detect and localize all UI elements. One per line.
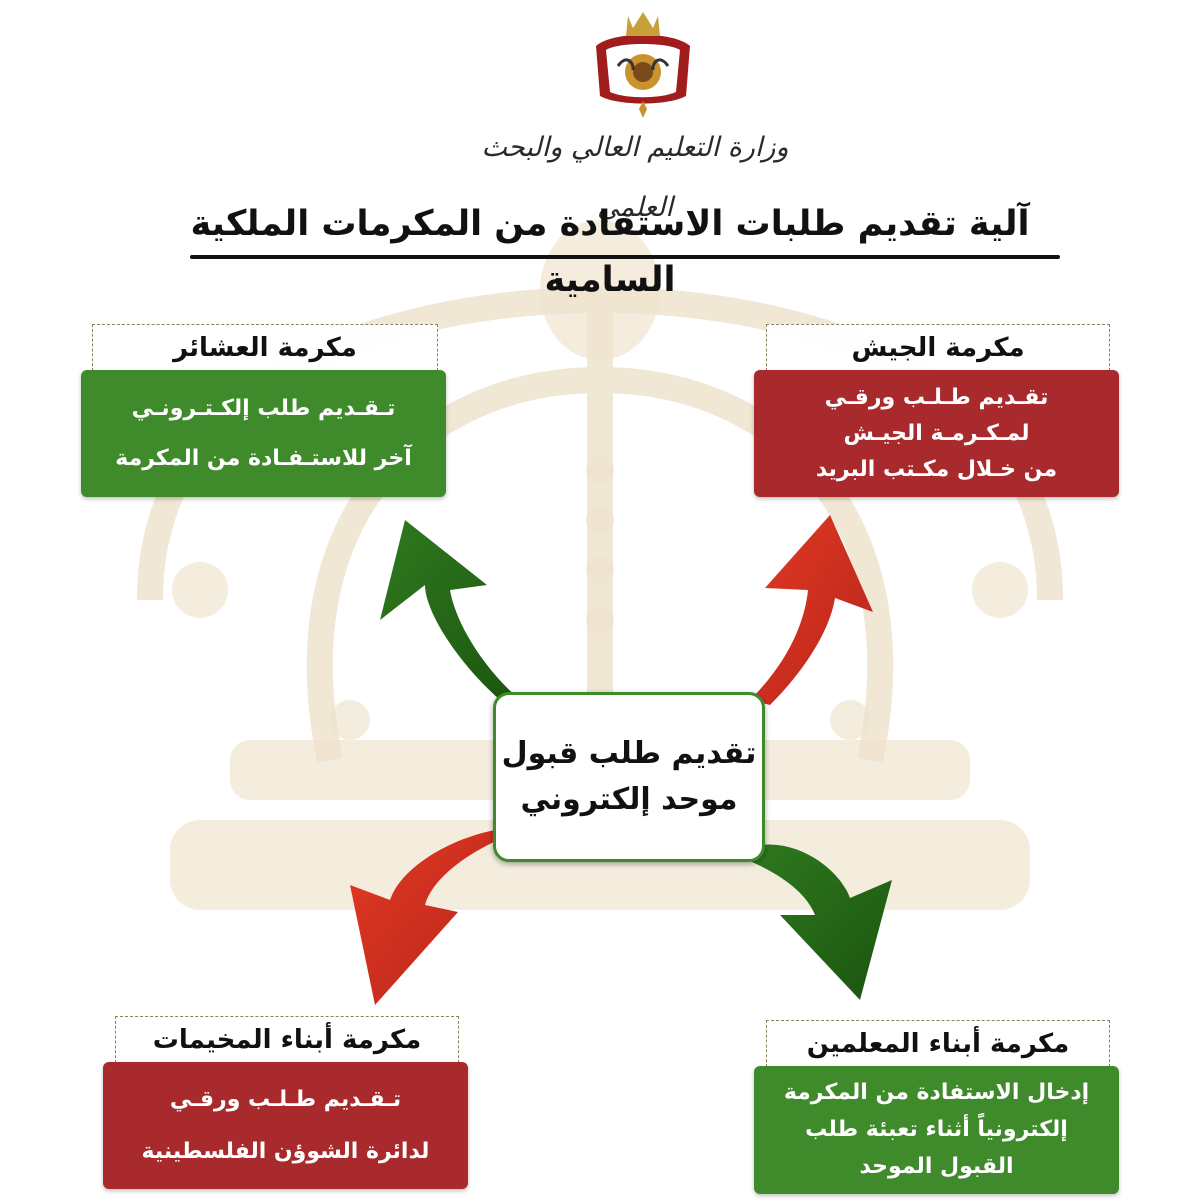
teachers-line-1: إدخال الاستفادة من المكرمة [783,1080,1090,1105]
army-line-2: لمـكـرمـة الجيـش [843,421,1030,446]
camps-line-1: تـقـديم طـلـب ورقـي [169,1087,402,1112]
teachers-line-2: إلكترونياً أثناء تعبئة طلب [805,1117,1068,1142]
tribes-line-1: تـقـديم طلب إلكـتـرونـي [131,396,396,421]
army-line-1: تقـديم طـلـب ورقـي [824,385,1049,410]
camps-heading: مكرمة أبناء المخيمات [115,1016,459,1063]
camps-card: تـقـديم طـلـب ورقـي لدائرة الشوؤن الفلسط… [103,1062,468,1189]
army-heading: مكرمة الجيش [766,324,1110,371]
coat-of-arms-emblem [596,12,690,118]
teachers-heading: مكرمة أبناء المعلمين [766,1020,1110,1067]
arrow-to-camps [350,830,498,1005]
camps-line-2: لدائرة الشوؤن الفلسطينية [141,1139,430,1164]
arrow-to-army [750,515,873,705]
title-underline [190,255,1060,259]
teachers-line-3: القبول الموحد [859,1154,1014,1179]
unified-admission-box: تقديم طلب قبول موحد إلكتروني [493,692,765,862]
arrow-to-teachers [735,844,892,1000]
teachers-card: إدخال الاستفادة من المكرمة إلكترونياً أث… [754,1066,1119,1194]
page-title: آلية تقديم طلبات الاستفادة من المكرمات ا… [190,204,1030,300]
tribes-card: تـقـديم طلب إلكـتـرونـي آخر للاستـفـادة … [81,370,446,497]
tribes-heading: مكرمة العشائر [92,324,438,371]
army-line-3: من خـلال مكـتب البريد [815,457,1058,482]
arrow-to-tribes [380,520,520,700]
ministry-name: وزارة التعليم العالي والبحث العلمي [481,132,789,223]
tribes-line-2: آخر للاستـفـادة من المكرمة [115,446,412,471]
army-card: تقـديم طـلـب ورقـي لمـكـرمـة الجيـش من خ… [754,370,1119,497]
center-line-1: تقديم طلب قبول [501,736,757,771]
center-line-2: موحد إلكتروني [520,782,738,817]
